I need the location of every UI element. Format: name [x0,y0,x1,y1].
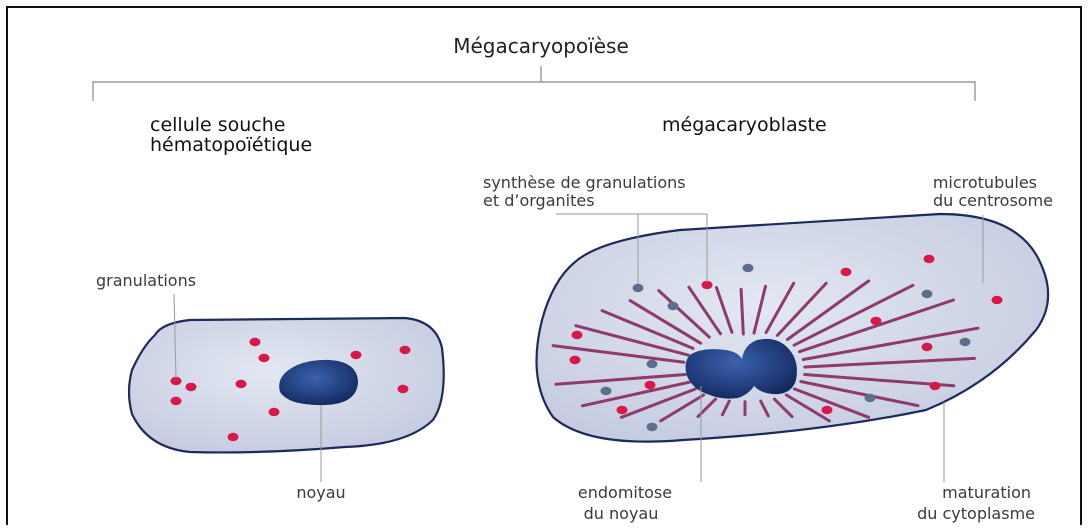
granule [351,351,362,359]
granule [228,433,239,441]
cell1-heading-line1: cellule souche [150,114,286,136]
granule [171,377,182,385]
title-bracket [93,82,975,101]
granule [743,264,754,272]
label-maturation-line1: maturation [942,483,1031,502]
granule [922,343,933,351]
granule [668,302,679,310]
stem-cell [129,318,444,452]
granule [865,394,876,402]
diagram-title: Mégacaryopoïèse [453,34,629,58]
granule [171,397,182,405]
granule [269,408,280,416]
label-endomitosis-line1: endomitose [578,483,672,502]
cell2-heading: mégacaryoblaste [662,114,827,136]
granule [400,346,411,354]
label-microtubules-line1: microtubules [933,173,1037,192]
granule [871,317,882,325]
granule [236,380,247,388]
granule [702,281,713,289]
label-microtubules-line2: du centrosome [933,191,1053,210]
granule [647,423,658,431]
megakaryoblast-cytoplasm [537,214,1049,442]
label-endomitosis-line2: du noyau [584,504,659,523]
granule [186,383,197,391]
granule [250,338,261,346]
granule [960,338,971,346]
cell1-heading-line2: hématopoïétique [150,134,312,156]
granule [922,290,933,298]
granule [572,331,583,339]
granule [924,255,935,263]
granule [259,354,270,362]
granule [617,406,628,414]
granule [992,296,1003,304]
granule [570,356,581,364]
granule [930,382,941,390]
label-noyau: noyau [296,483,345,502]
granule [647,360,658,368]
label-synthesis-line2: et d’organites [483,191,595,210]
granule [601,387,612,395]
label-granulations: granulations [96,271,196,290]
label-maturation-line2: du cytoplasme [917,504,1035,523]
granule [822,406,833,414]
granule [633,284,644,292]
granule [841,268,852,276]
megakaryoblast [537,214,1049,442]
granule [645,381,656,389]
granule [398,385,409,393]
label-synthesis-line1: synthèse de granulations [483,173,686,192]
